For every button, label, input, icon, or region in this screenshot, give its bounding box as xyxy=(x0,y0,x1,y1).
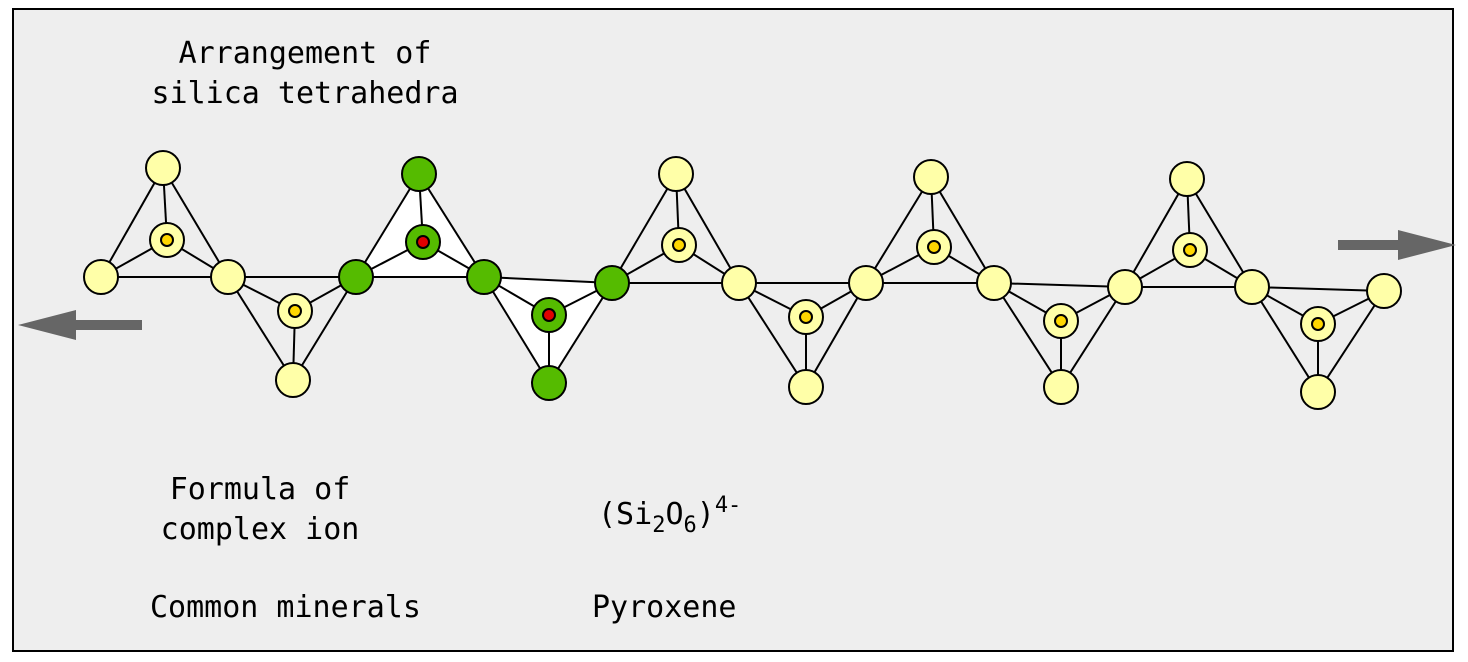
tetrahedron-edge xyxy=(993,282,1126,288)
oxygen-atom xyxy=(145,150,181,186)
atoms xyxy=(83,150,1402,410)
formula-oxygen: O xyxy=(665,497,684,532)
silicon-core xyxy=(1311,317,1325,331)
oxygen-atom xyxy=(976,265,1012,301)
tetrahedron-edge xyxy=(418,173,485,278)
oxygen-atom-highlighted xyxy=(466,259,502,295)
arrangement-label: Arrangement of silica tetrahedra xyxy=(150,34,460,114)
oxygen-atom xyxy=(1300,374,1336,410)
silicon-atom xyxy=(149,222,185,258)
arrangement-label-line-1: Arrangement of xyxy=(178,36,432,71)
tetrahedron-edge xyxy=(100,167,164,278)
oxygen-atom xyxy=(1169,161,1205,197)
oxygen-atom xyxy=(1234,269,1270,305)
tetrahedron-edge xyxy=(805,282,867,388)
formula-label-line-2: complex ion xyxy=(160,512,360,547)
silicon-atom xyxy=(788,299,824,335)
tetrahedron-edge xyxy=(292,276,357,381)
minerals-label: Common minerals xyxy=(150,590,421,625)
mineral-name: Pyroxene xyxy=(592,590,737,625)
oxygen-atom xyxy=(1366,273,1402,309)
tetrahedron-edge xyxy=(548,282,613,384)
tetrahedron-edge xyxy=(675,173,740,284)
tetrahedron-edge xyxy=(1186,178,1253,288)
silicon-core xyxy=(160,233,174,247)
oxygen-atom xyxy=(210,259,246,295)
tetrahedron-edge xyxy=(227,276,294,381)
tetrahedron-edge xyxy=(611,173,677,284)
silicon-core xyxy=(799,310,813,324)
tetrahedron-edge xyxy=(483,276,613,284)
oxygen-atom-highlighted xyxy=(531,365,567,401)
silicon-atom xyxy=(277,293,313,329)
silicon-atom-highlighted xyxy=(405,224,441,260)
tetrahedron-edge xyxy=(993,282,1062,388)
tetrahedron-edge xyxy=(355,173,420,278)
tetrahedron-edge xyxy=(1251,286,1319,393)
silicon-core xyxy=(288,304,302,318)
formula-value: (Si2O6)4- xyxy=(598,486,741,546)
silicon-atom xyxy=(1300,306,1336,342)
tetrahedron-edge xyxy=(1060,286,1126,388)
oxygen-atom xyxy=(721,265,757,301)
silicon-atom xyxy=(1172,232,1208,268)
oxygen-atom xyxy=(275,362,311,398)
oxygen-atom xyxy=(658,156,694,192)
formula-open: (Si xyxy=(598,497,653,532)
silicon-atom xyxy=(1043,303,1079,339)
oxygen-atom xyxy=(1107,269,1143,305)
silicon-core xyxy=(1054,314,1068,328)
formula-charge: 4- xyxy=(714,493,742,518)
silicon-core xyxy=(672,238,686,252)
arrow-left-icon xyxy=(18,310,142,340)
silicon-core xyxy=(927,240,941,254)
oxygen-atom-highlighted xyxy=(401,156,437,192)
diagram-panel xyxy=(12,8,1454,652)
oxygen-atom xyxy=(1043,369,1079,405)
tetrahedron-edge xyxy=(162,167,229,278)
oxygen-atom xyxy=(788,369,824,405)
formula-label: Formula of complex ion xyxy=(140,470,380,550)
silicon-core xyxy=(1183,243,1197,257)
oxygen-atom-highlighted xyxy=(594,265,630,301)
oxygen-atom xyxy=(848,265,884,301)
oxygen-atom xyxy=(83,259,119,295)
oxygen-atom-highlighted xyxy=(338,259,374,295)
chain-arrows xyxy=(18,230,1456,340)
formula-o-count: 6 xyxy=(683,513,697,538)
arrangement-label-line-2: silica tetrahedra xyxy=(151,76,459,111)
silicon-atom-highlighted xyxy=(531,297,567,333)
tetrahedron-edge xyxy=(865,176,932,284)
formula-si-count: 2 xyxy=(652,513,666,538)
formula-close: ) xyxy=(696,497,715,532)
tetrahedron-edge xyxy=(1124,178,1188,288)
tetrahedron-edge xyxy=(1251,286,1385,292)
silicon-atom xyxy=(916,229,952,265)
silicon-core xyxy=(416,235,430,249)
silicon-atom xyxy=(661,227,697,263)
oxygen-atom xyxy=(913,159,949,195)
tetrahedron-edge xyxy=(483,276,550,384)
tetrahedron-edge xyxy=(930,176,995,284)
arrow-right-icon xyxy=(1338,230,1456,260)
tetrahedron-edge xyxy=(738,282,807,388)
tetrahedron-edge xyxy=(1317,290,1385,393)
silicon-core xyxy=(542,308,556,322)
formula-label-line-1: Formula of xyxy=(169,472,351,507)
